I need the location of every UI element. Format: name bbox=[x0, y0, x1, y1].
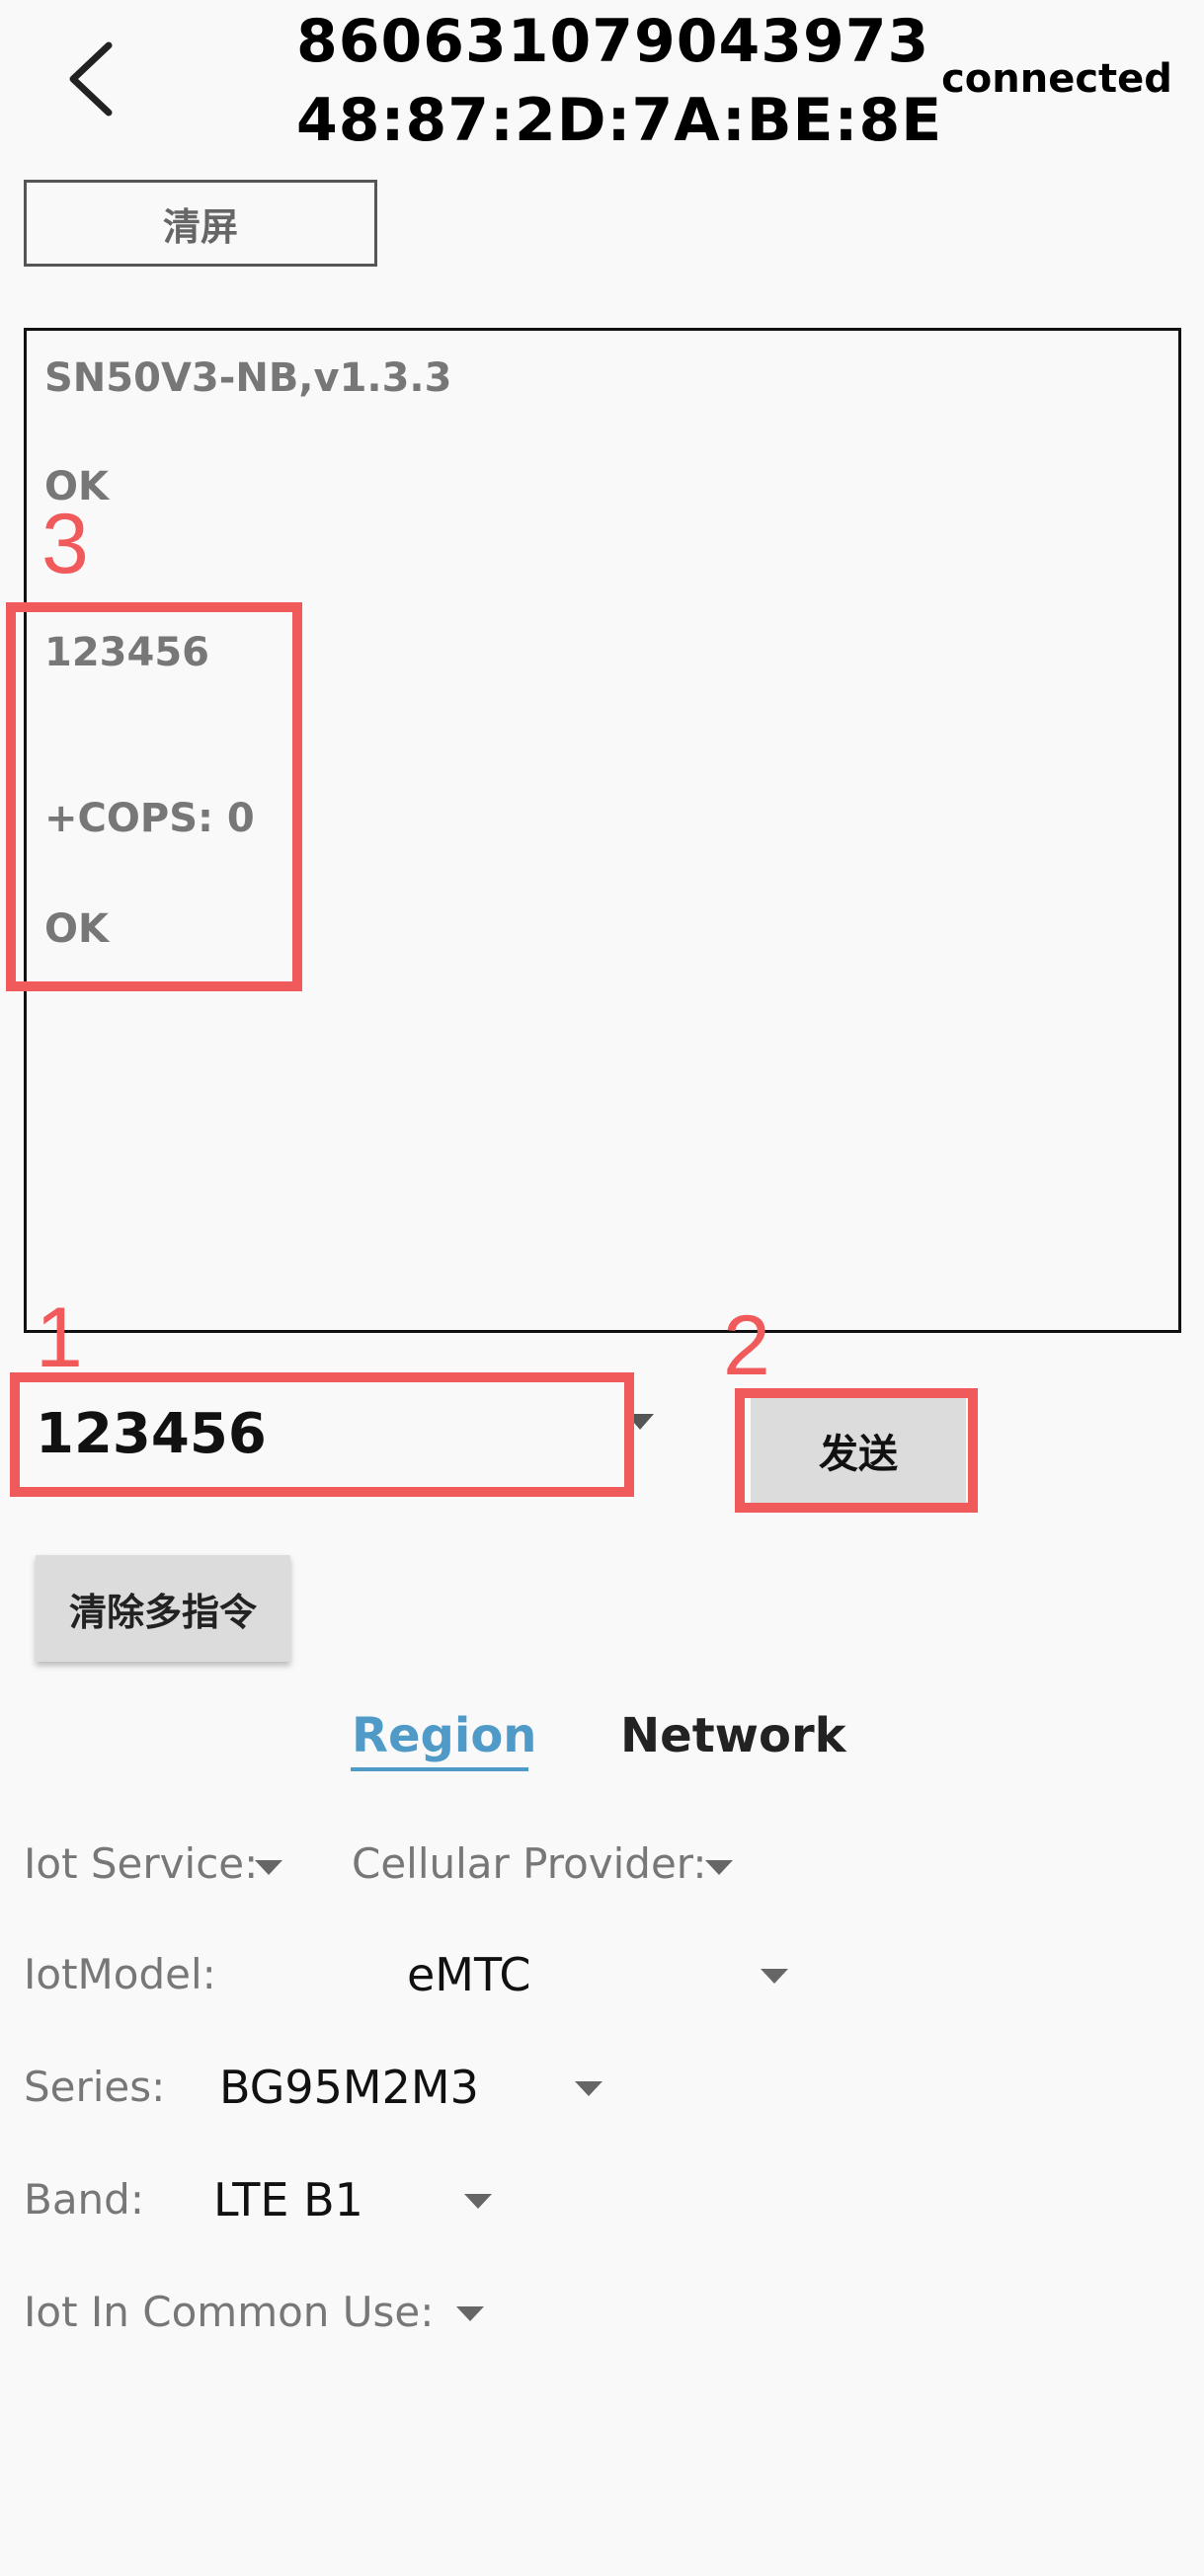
cellular-provider-dropdown-icon[interactable] bbox=[705, 1860, 733, 1875]
common-use-dropdown-icon[interactable] bbox=[456, 2306, 484, 2321]
band-value[interactable]: LTE B1 bbox=[213, 2173, 363, 2226]
annotation-box-2 bbox=[735, 1388, 978, 1513]
iot-model-value[interactable]: eMTC bbox=[407, 1948, 531, 2001]
command-input[interactable] bbox=[26, 1384, 618, 1483]
tab-network[interactable]: Network bbox=[620, 1708, 846, 1763]
series-dropdown-icon[interactable] bbox=[575, 2081, 602, 2096]
tab-region-underline bbox=[351, 1767, 528, 1771]
annotation-label-1: 1 bbox=[36, 1290, 83, 1385]
device-id: 860631079043973 bbox=[296, 7, 930, 76]
band-label: Band: bbox=[24, 2175, 144, 2224]
console-line: OK bbox=[44, 906, 109, 952]
series-value[interactable]: BG95M2M3 bbox=[219, 2061, 479, 2114]
iot-service-label: Iot Service: bbox=[24, 1839, 259, 1888]
console-line: +COPS: 0 bbox=[44, 796, 255, 841]
connection-status: connected bbox=[941, 56, 1172, 102]
back-arrow-icon[interactable] bbox=[61, 39, 120, 118]
annotation-box-3 bbox=[6, 602, 302, 991]
tab-region[interactable]: Region bbox=[352, 1708, 537, 1763]
console-line: 123456 bbox=[44, 630, 209, 675]
console-line: OK bbox=[44, 464, 109, 509]
console-line: SN50V3-NB,v1.3.3 bbox=[44, 355, 452, 401]
mac-address: 48:87:2D:7A:BE:8E bbox=[296, 86, 943, 155]
annotation-label-3: 3 bbox=[41, 497, 89, 591]
iot-model-dropdown-icon[interactable] bbox=[761, 1969, 788, 1984]
iot-service-dropdown-icon[interactable] bbox=[255, 1860, 282, 1875]
clear-multi-command-button[interactable]: 清除多指令 bbox=[36, 1555, 290, 1662]
clear-screen-button[interactable]: 清屏 bbox=[24, 180, 377, 267]
console-output: SN50V3-NB,v1.3.3 OK 123456 +COPS: 0 OK bbox=[24, 328, 1181, 1333]
send-button[interactable]: 发送 bbox=[751, 1398, 966, 1503]
series-label: Series: bbox=[24, 2063, 166, 2111]
cellular-provider-label: Cellular Provider: bbox=[352, 1839, 707, 1888]
annotation-label-2: 2 bbox=[723, 1298, 770, 1393]
iot-model-label: IotModel: bbox=[24, 1950, 216, 1998]
band-dropdown-icon[interactable] bbox=[464, 2194, 492, 2209]
common-use-label: Iot In Common Use: bbox=[24, 2288, 435, 2336]
annotation-box-1 bbox=[10, 1372, 634, 1497]
